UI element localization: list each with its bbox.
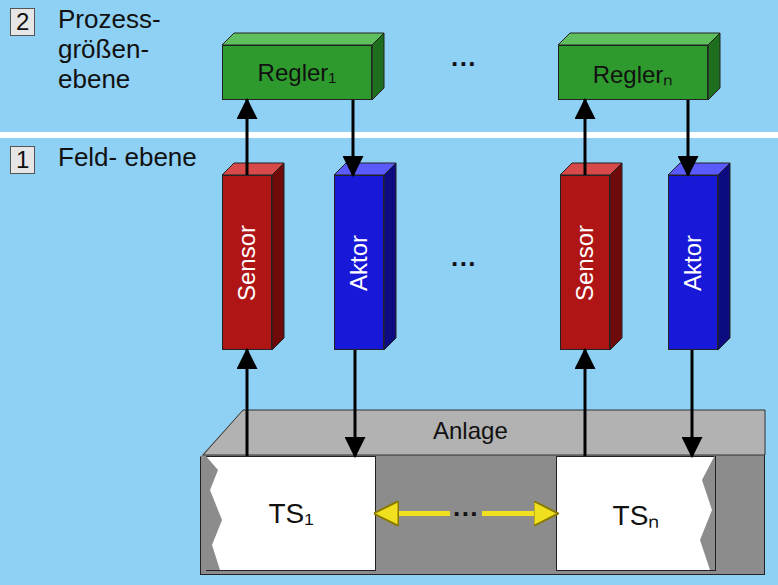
sensor-box: Sensor xyxy=(560,175,610,350)
node-label: Aktor xyxy=(345,234,373,290)
node-label: Reglerₙ xyxy=(593,56,674,89)
ellipsis-label: ··· xyxy=(450,502,482,526)
node-label: Prozess- größen- ebene xyxy=(58,4,198,94)
interaction-arrow xyxy=(376,511,556,516)
node-label: TSₙ xyxy=(613,495,660,533)
node-label: Aktor xyxy=(679,234,707,290)
subsystem-box: TS₁ xyxy=(206,456,376,571)
signal-arrow xyxy=(584,350,587,456)
node-label: Regler₁ xyxy=(258,59,337,87)
signal-arrow xyxy=(687,100,690,175)
level-number: 1 xyxy=(10,146,35,174)
ellipsis-label: ··· xyxy=(448,52,480,76)
node-label: Sensor xyxy=(571,224,599,300)
level-number: 2 xyxy=(10,8,35,36)
signal-arrow xyxy=(584,100,587,175)
node-label: Feld- ebene xyxy=(58,142,198,172)
signal-arrow xyxy=(246,350,249,456)
subsystem-box: TSₙ xyxy=(556,456,716,571)
signal-arrow xyxy=(354,350,357,456)
signal-arrow xyxy=(691,350,694,456)
controller-box: Reglerₙ xyxy=(558,45,708,100)
sensor-box: Sensor xyxy=(222,175,272,350)
band: 2 Prozess- größen- ebeneRegler₁ Reglerₙ xyxy=(0,0,778,132)
actuator-box: Aktor xyxy=(334,175,384,350)
controller-box: Regler₁ xyxy=(222,45,372,100)
actuator-box: Aktor xyxy=(668,175,718,350)
signal-arrow xyxy=(352,100,355,175)
node-label: Sensor xyxy=(233,224,261,300)
node-label: Anlage xyxy=(433,417,508,445)
signal-arrow xyxy=(246,100,249,175)
node-label: TS₁ xyxy=(268,498,313,530)
ellipsis-label: ··· xyxy=(448,252,480,276)
